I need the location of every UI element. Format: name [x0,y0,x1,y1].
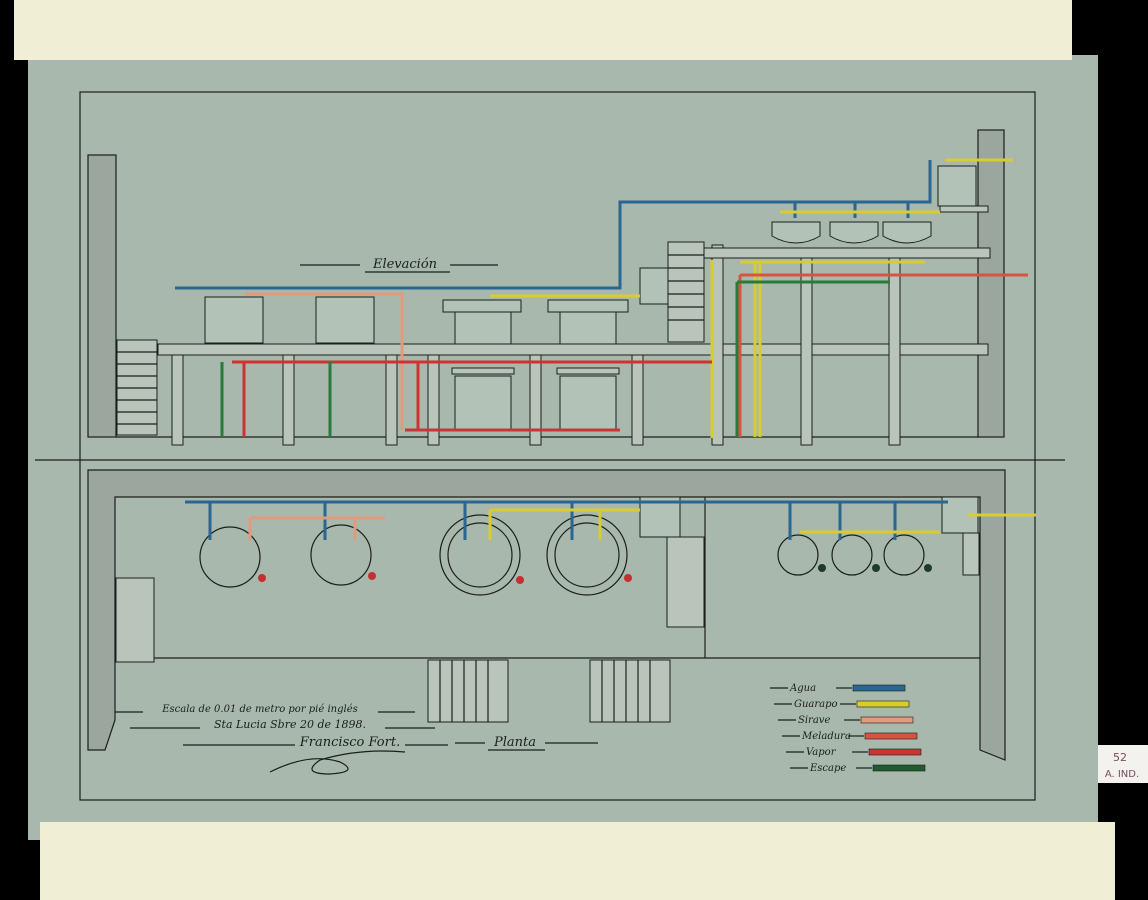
legend-item: Vapor [786,747,922,758]
elevation-view [35,129,1065,461]
legend-item: Meladura [782,731,918,742]
drawing-border [79,91,1036,801]
legend-label: Agua [789,683,816,694]
legend-item: Escape [790,763,926,774]
top-roller [14,0,1072,60]
legend-swatch [860,716,914,724]
signature: Francisco Fort. [299,735,400,750]
legend-swatch [872,764,926,772]
legend-label: Escape [809,763,846,774]
place-date: Sta Lucia Sbre 20 de 1898. [214,718,366,731]
scale-note: Escala de 0.01 de metro por pié inglés [161,704,358,715]
archive-label-code: A. IND. [1105,769,1139,780]
elevation-title: Elevación [372,257,437,272]
plan-view [87,469,1036,761]
legend-swatch [864,732,918,740]
archive-label-number: 52 [1113,751,1127,764]
legend-label: Guarapo [794,699,838,710]
archive-label [1098,745,1148,783]
legend-label: Vapor [806,747,837,758]
legend-item: Guarapo [774,699,910,710]
paper-sheet [28,55,1098,840]
legend-swatch [868,748,922,756]
bottom-roller [40,822,1115,900]
legend-swatch [852,684,906,692]
legend-swatch [856,700,910,708]
plan-title: Planta [493,735,536,750]
legend-item: Sirave [778,715,914,726]
legend-label: Sirave [798,715,830,726]
legend-label: Meladura [801,731,851,742]
legend-item: Agua [770,683,906,694]
